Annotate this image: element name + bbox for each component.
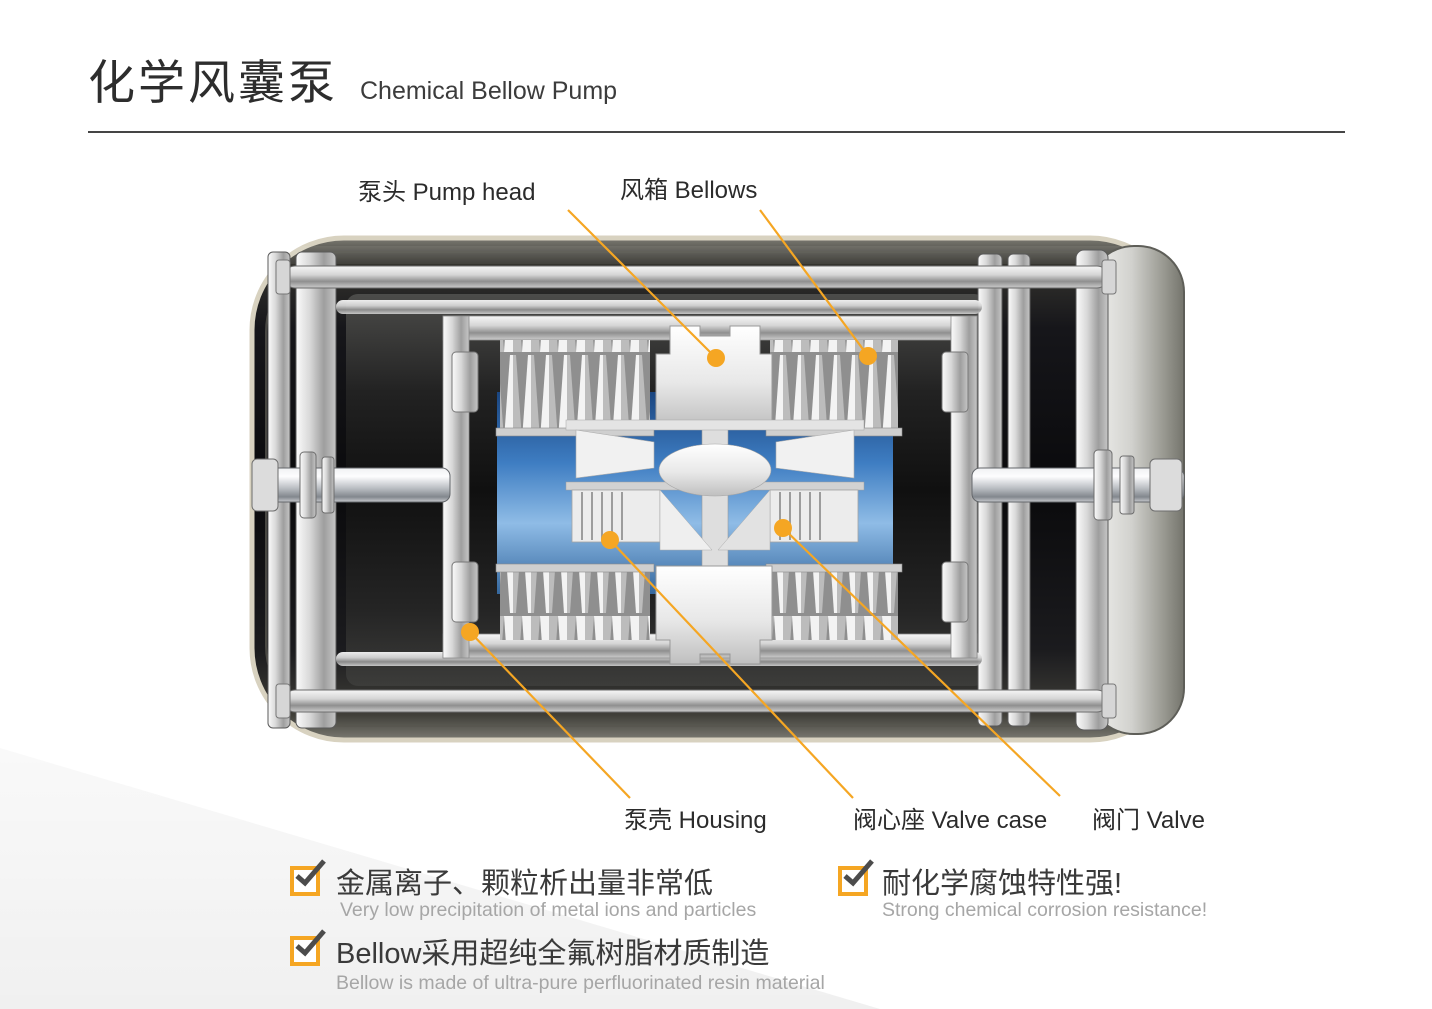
inner-frame [442,315,978,659]
callout-housing-label: 泵壳 Housing [624,807,767,834]
callout-valve-label: 阀门 Valve [1092,807,1205,834]
leader-pump-head [567,209,717,359]
leader-bellows [759,209,869,357]
marker-valve-case-icon [601,531,619,549]
feature-2-text: 耐化学腐蚀特性强! [882,868,1123,900]
feature-3-subtext: Bellow is made of ultra-pure perfluorina… [336,972,825,994]
feature-1-subtext: Very low precipitation of metal ions and… [340,899,757,921]
check-icon [838,859,874,896]
valve-assembly [565,419,865,551]
marker-housing-icon [461,623,479,641]
callout-leaders [461,209,1061,799]
callout-bellows-label: 风箱 Bellows [620,177,758,204]
leader-valve-case [609,539,854,799]
feature-3-text: Bellow采用超纯全氟树脂材质制造 [336,938,770,970]
check-icon [290,859,326,896]
callout-pump-head-label: 泵头 Pump head [358,179,536,206]
feature-1-text: 金属离子、颗粒析出量非常低 [336,868,714,900]
tie-rods [275,259,1117,719]
marker-bellows-icon [859,347,877,365]
bellows-assembly [495,340,903,640]
feature-2-subtext: Strong chemical corrosion resistance! [882,899,1208,921]
leader-housing [469,631,631,799]
check-icon [290,929,326,966]
header: 化学风囊泵 Chemical Bellow Pump [88,44,617,113]
page-subtitle: Chemical Bellow Pump [360,77,618,105]
leader-valve [782,527,1061,797]
marker-pump-head-icon [707,349,725,367]
marker-valve-icon [774,519,792,537]
drive-shaft [251,449,1185,521]
callout-valve-case-label: 阀心座 Valve case [853,807,1048,834]
page-title: 化学风囊泵 [88,56,338,109]
header-divider [88,131,1345,133]
